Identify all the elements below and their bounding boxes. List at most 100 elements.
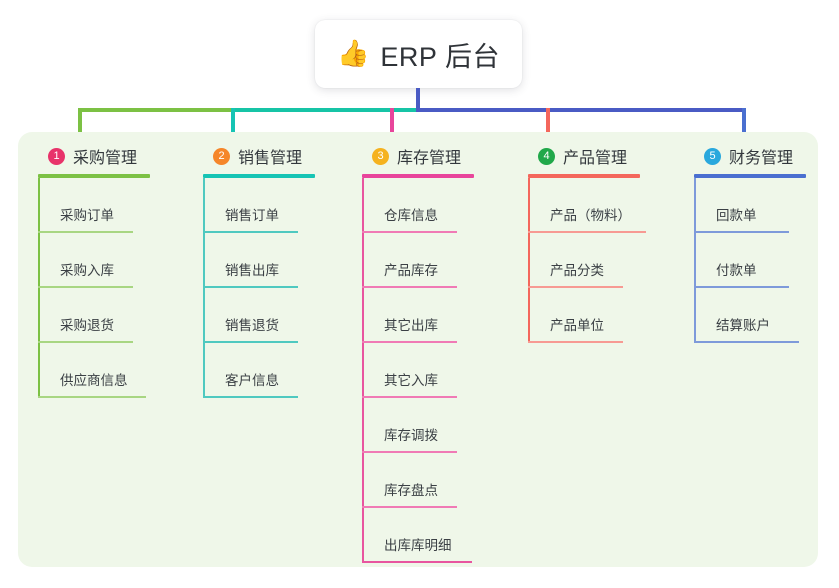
leaf-label: 结算账户 xyxy=(716,318,770,333)
leaf-label: 采购入库 xyxy=(60,263,114,278)
leaf-rule xyxy=(203,286,298,288)
branch-underline-4 xyxy=(528,174,640,178)
leaf-spine xyxy=(362,233,364,288)
leaf-label: 产品库存 xyxy=(384,263,438,278)
leaf-label: 回款单 xyxy=(716,208,757,223)
drop-connector-2 xyxy=(231,108,235,146)
leaf-rule xyxy=(38,286,133,288)
leaf-rule xyxy=(528,286,623,288)
leaf-rule xyxy=(694,286,789,288)
branch-header-4[interactable]: 4 产品管理 xyxy=(528,144,627,168)
leaf-label: 客户信息 xyxy=(225,373,279,388)
leaf-label: 销售退货 xyxy=(225,318,279,333)
branch-header-1[interactable]: 1 采购管理 xyxy=(38,144,137,168)
leaf-spine xyxy=(528,288,530,343)
leaf-spine xyxy=(694,233,696,288)
leaf-label: 库存盘点 xyxy=(384,483,438,498)
leaf-spine xyxy=(38,343,40,398)
leaf-rule xyxy=(362,231,457,233)
branch-bar-green xyxy=(78,108,233,112)
branch-title-4: 产品管理 xyxy=(563,150,628,167)
branch-column-4: 4 产品管理 产品（物料） 产品分类 产品单位 xyxy=(528,144,646,343)
leaf-label: 产品分类 xyxy=(550,263,604,278)
leaf-rule xyxy=(38,231,133,233)
leaf-rule xyxy=(362,286,457,288)
leaf-spine xyxy=(38,233,40,288)
leaf-rule xyxy=(362,451,457,453)
leaf-rule xyxy=(203,231,298,233)
branch-header-3[interactable]: 3 库存管理 xyxy=(362,144,461,168)
branch-header-5[interactable]: 5 财务管理 xyxy=(694,144,793,168)
branch-badge-3: 3 xyxy=(372,147,389,165)
leaf-rule xyxy=(694,341,799,343)
branch-underline-5 xyxy=(694,174,806,178)
leaf-label: 产品（物料） xyxy=(550,208,631,223)
leaf-label: 销售订单 xyxy=(225,208,279,223)
leaf-label: 其它入库 xyxy=(384,373,438,388)
leaf-rule xyxy=(694,231,789,233)
branch-title-2: 销售管理 xyxy=(238,150,303,167)
branch-bar-teal xyxy=(231,108,418,112)
leaf-spine xyxy=(362,398,364,453)
leaf-label: 销售出库 xyxy=(225,263,279,278)
leaf-spine xyxy=(203,343,205,398)
leaf-rule xyxy=(362,561,472,563)
trunk-connector xyxy=(416,88,420,110)
leaf-label: 采购订单 xyxy=(60,208,114,223)
leaf-spine xyxy=(362,288,364,343)
leaf-rule xyxy=(38,396,146,398)
leaf-spine xyxy=(362,178,364,233)
drop-connector-3 xyxy=(390,108,394,146)
branch-title-1: 采购管理 xyxy=(73,150,138,167)
root-node[interactable]: 👍 ERP 后台 xyxy=(315,20,522,88)
leaf-rule xyxy=(203,396,298,398)
leaf-spine xyxy=(694,178,696,233)
branch-badge-5: 5 xyxy=(704,147,721,165)
branch-title-5: 财务管理 xyxy=(729,150,794,167)
leaf-rule xyxy=(203,341,298,343)
leaf-spine xyxy=(38,288,40,343)
leaf-label: 仓库信息 xyxy=(384,208,438,223)
leaf-spine xyxy=(203,178,205,233)
branch-column-2: 2 销售管理 销售订单 销售出库 销售退货 客户信息 xyxy=(203,144,315,398)
leaf-label: 其它出库 xyxy=(384,318,438,333)
thumbs-up-icon: 👍 xyxy=(337,39,370,69)
leaf-spine xyxy=(38,178,40,233)
leaf-rule xyxy=(362,341,457,343)
branch-column-1: 1 采购管理 采购订单 采购入库 采购退货 供应商信 xyxy=(38,144,150,398)
leaf-spine xyxy=(528,233,530,288)
branch-underline-2 xyxy=(203,174,315,178)
branch-badge-1: 1 xyxy=(48,147,65,165)
drop-connector-4 xyxy=(546,108,550,146)
diagram-panel xyxy=(18,132,818,567)
branch-column-5: 5 财务管理 回款单 付款单 结算账户 xyxy=(694,144,806,343)
branch-bar-blue xyxy=(416,108,746,112)
branch-badge-2: 2 xyxy=(213,147,230,165)
leaf-label: 库存调拨 xyxy=(384,428,438,443)
drop-connector-5 xyxy=(742,108,746,146)
leaf-spine xyxy=(203,288,205,343)
root-node-content: 👍 ERP 后台 xyxy=(337,35,500,74)
leaf-rule xyxy=(38,341,133,343)
branch-header-2[interactable]: 2 销售管理 xyxy=(203,144,302,168)
branch-underline-1 xyxy=(38,174,150,178)
leaf-spine xyxy=(362,343,364,398)
leaf-spine xyxy=(362,508,364,563)
leaf-rule xyxy=(362,396,457,398)
drop-connector-1 xyxy=(78,108,82,146)
leaf-label: 产品单位 xyxy=(550,318,604,333)
leaf-label: 付款单 xyxy=(716,263,757,278)
leaf-label: 采购退货 xyxy=(60,318,114,333)
branch-badge-4: 4 xyxy=(538,147,555,165)
leaf-label: 出库库明细 xyxy=(384,538,452,553)
leaf-spine xyxy=(694,288,696,343)
branch-title-3: 库存管理 xyxy=(397,150,462,167)
root-node-label: ERP 后台 xyxy=(380,41,500,72)
leaf-rule xyxy=(528,231,646,233)
leaf-rule xyxy=(362,506,457,508)
leaf-label: 供应商信息 xyxy=(60,373,128,388)
leaf-rule xyxy=(528,341,623,343)
leaf-spine xyxy=(528,178,530,233)
leaf-spine xyxy=(362,453,364,508)
